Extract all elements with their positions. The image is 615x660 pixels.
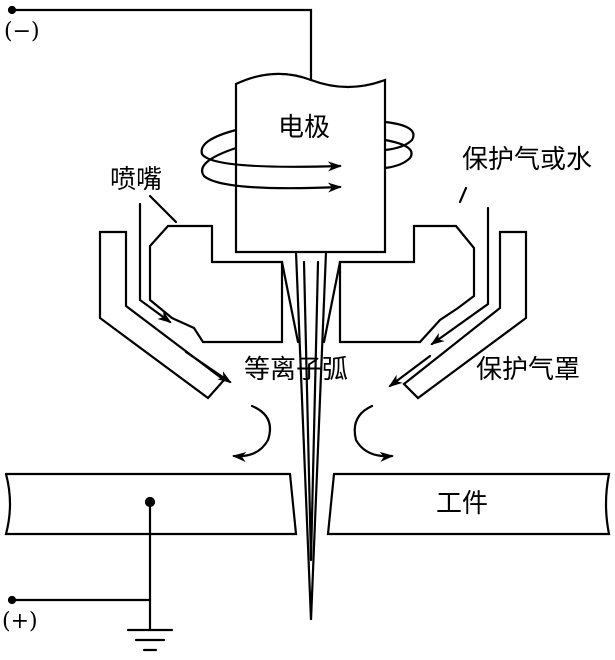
swirl-back-right-2	[383, 138, 413, 170]
negative-wire	[10, 8, 313, 82]
swirl-back-right-1	[383, 120, 415, 152]
electrode-label: 电极	[278, 113, 330, 143]
plasma-arc-column	[294, 250, 328, 621]
vortex-left	[232, 404, 272, 462]
electrode-body	[234, 72, 387, 254]
shield-gas-label: 保护气或水	[462, 145, 592, 175]
plasma-arc-inner-left	[302, 260, 313, 562]
gas-flow-right	[430, 206, 490, 346]
workpiece-label: 工件	[436, 489, 488, 519]
swirl-front-1	[200, 152, 342, 172]
vortex-right	[353, 404, 394, 462]
plasma-arc-inner-right	[309, 260, 320, 562]
positive-terminal-node	[7, 595, 17, 605]
negative-terminal-node	[7, 5, 17, 15]
swirl-back-1	[200, 128, 238, 156]
nozzle-leader	[148, 194, 178, 224]
nozzle-label: 喷嘴	[110, 165, 162, 195]
nozzle-right	[338, 224, 476, 344]
shield-gas-leader	[458, 186, 468, 204]
negative-terminal-label: (−)	[4, 19, 40, 44]
shield-hood-label: 保护气罩	[476, 355, 580, 385]
gas-flow-right-outer	[388, 354, 432, 388]
nozzle-left	[148, 224, 284, 344]
gas-flow-left	[138, 202, 172, 324]
swirl-back-2	[201, 146, 238, 178]
positive-terminal-label: (+)	[2, 609, 38, 634]
shield-hood-right	[402, 230, 528, 400]
workpiece-left	[4, 472, 298, 536]
workpiece-right	[326, 472, 611, 536]
orifice-right-edge	[322, 260, 342, 344]
swirl-front-2	[202, 174, 342, 193]
workpiece-tap-node	[144, 496, 156, 508]
gas-flow-left-outer	[184, 350, 232, 384]
plasma-arc-label: 等离子弧	[244, 355, 348, 385]
orifice-left-edge	[280, 260, 300, 344]
